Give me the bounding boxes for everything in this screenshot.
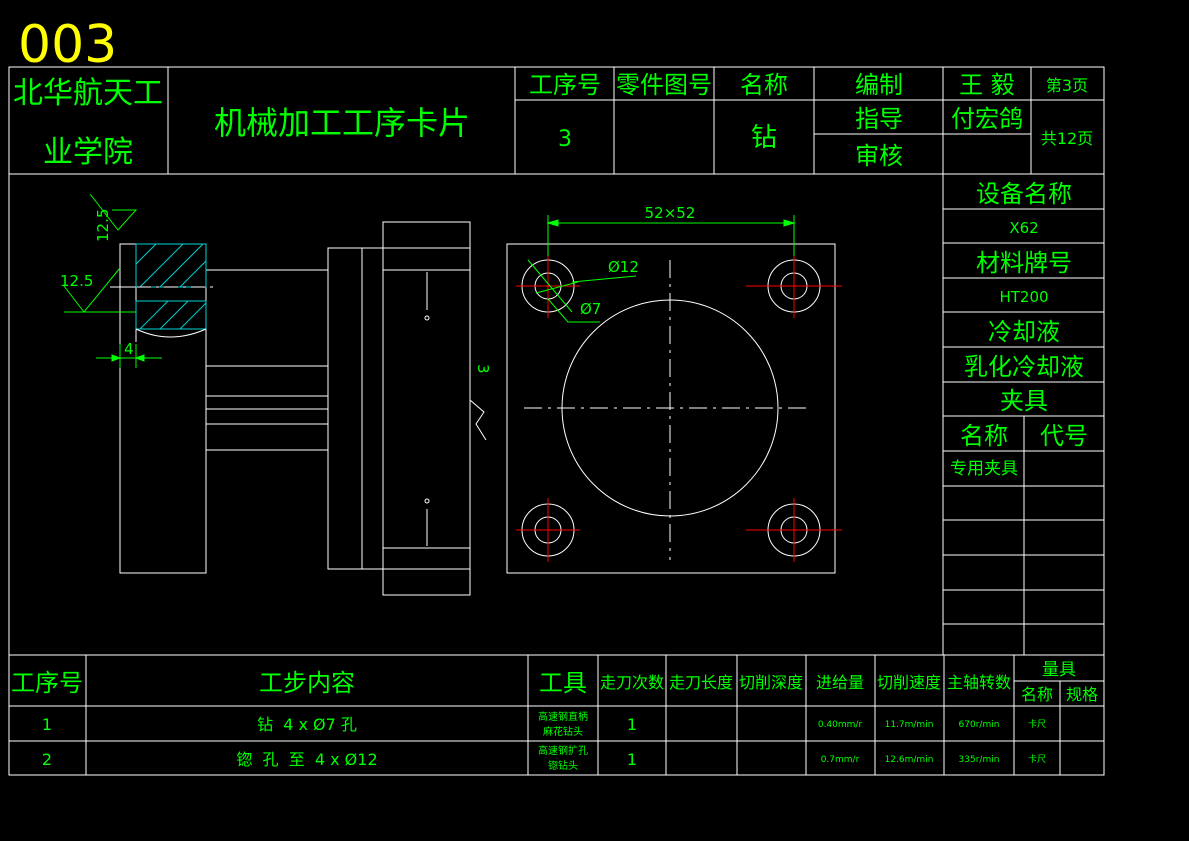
middle-frame (8, 174, 1105, 655)
roughness-top: 12.5 (94, 209, 112, 242)
section-view (110, 221, 487, 596)
process-no-label: 工序号 (529, 71, 601, 99)
roughness-left: 12.5 (60, 272, 93, 290)
th-spindle: 主轴转数 (947, 673, 1011, 692)
th-passes: 走刀次数 (600, 673, 664, 692)
compiled-label: 编制 (855, 71, 903, 99)
fixture-name-label: 名称 (960, 422, 1008, 450)
fixture-name-value: 专用夹具 (950, 459, 1018, 479)
row-spindle: 335r/min (959, 755, 1000, 765)
hole-top-right (746, 254, 842, 318)
th-feed: 进给量 (816, 673, 864, 692)
row-speed: 11.7m/min (885, 720, 934, 730)
plan-dimensions (527, 215, 796, 323)
dim-depth: 3 (474, 364, 492, 374)
th-length: 走刀长度 (669, 673, 733, 692)
row-feed: 0.7mm/r (821, 755, 860, 765)
material-value: HT200 (999, 288, 1048, 306)
guided-by: 付宏鸽 (951, 105, 1023, 133)
coolant-label: 冷却液 (988, 318, 1060, 346)
dim-width: 4 (124, 340, 134, 358)
row-tool-line2: 锪钻头 (548, 759, 578, 772)
th-tool: 工具 (539, 669, 587, 697)
row-gauge-name: 卡尺 (1028, 753, 1046, 765)
step-table-grid (8, 654, 1105, 776)
hole-top-left (516, 254, 580, 318)
fixture-label: 夹具 (1000, 387, 1048, 415)
th-content: 工步内容 (259, 669, 355, 697)
material-label: 材料牌号 (976, 249, 1072, 277)
row-tool-line1: 高速钢扩孔 (538, 744, 588, 757)
row-speed: 12.6m/min (885, 755, 934, 765)
dim-hole: Ø7 (580, 300, 601, 318)
row-tool-line2: 麻花钻头 (543, 725, 583, 738)
th-gauge-name: 名称 (1021, 685, 1053, 704)
header-grid (8, 66, 1105, 175)
guided-label: 指导 (855, 105, 903, 133)
table-row: 2 锪 孔 至 4 x Ø12 高速钢扩孔 锪钻头 1 0.7mm/r 12.6… (42, 744, 1046, 772)
row-no: 1 (42, 715, 52, 734)
part-drawing-label: 零件图号 (616, 71, 712, 99)
equipment-value: X62 (1009, 219, 1038, 237)
equipment-label: 设备名称 (976, 180, 1072, 208)
school-name-line2: 业学院 (43, 135, 133, 170)
th-gauge: 量具 (1042, 660, 1076, 680)
th-speed: 切削速度 (877, 673, 941, 692)
step-table-header: 工序号 工步内容 工具 走刀次数 走刀长度 切削深度 进给量 切削速度 主轴转数… (11, 660, 1098, 704)
row-gauge-name: 卡尺 (1028, 718, 1046, 730)
row-tool-line1: 高速钢直柄 (538, 710, 588, 723)
review-label: 审核 (855, 142, 903, 170)
page-number: 第3页 (1046, 76, 1088, 95)
row-passes: 1 (627, 715, 637, 734)
table-row: 1 钻 4 x Ø7 孔 高速钢直柄 麻花钻头 1 0.40mm/r 11.7m… (42, 710, 1046, 738)
plan-view: 52×52 Ø12 Ø7 (506, 204, 842, 574)
hole-bottom-right (746, 498, 842, 562)
card-title: 机械加工工序卡片 (214, 104, 470, 142)
row-spindle: 670r/min (959, 720, 1000, 730)
sheet-number: 003 (18, 15, 117, 75)
hole-bottom-left (516, 498, 580, 562)
process-no-value: 3 (558, 127, 572, 152)
row-passes: 1 (627, 750, 637, 769)
row-no: 2 (42, 750, 52, 769)
fixture-code-label: 代号 (1040, 422, 1088, 450)
process-name-value: 钻 (751, 123, 777, 153)
school-name-line1: 北华航天工 (13, 76, 163, 111)
row-feed: 0.40mm/r (818, 720, 863, 730)
row-content: 钻 4 x Ø7 孔 (257, 715, 357, 734)
total-pages: 共12页 (1041, 129, 1093, 148)
dim-counterbore: Ø12 (608, 258, 639, 276)
dim-spacing: 52×52 (645, 204, 696, 222)
th-gauge-spec: 规格 (1066, 685, 1098, 704)
th-step-no: 工序号 (11, 669, 83, 697)
section-dimensions: 12.5 12.5 4 3 (60, 193, 492, 374)
compiled-by: 王 毅 (959, 71, 1015, 99)
th-depth: 切削深度 (739, 673, 803, 692)
name-label: 名称 (740, 71, 788, 99)
coolant-value: 乳化冷却液 (964, 353, 1084, 381)
row-content: 锪 孔 至 4 x Ø12 (236, 750, 377, 769)
